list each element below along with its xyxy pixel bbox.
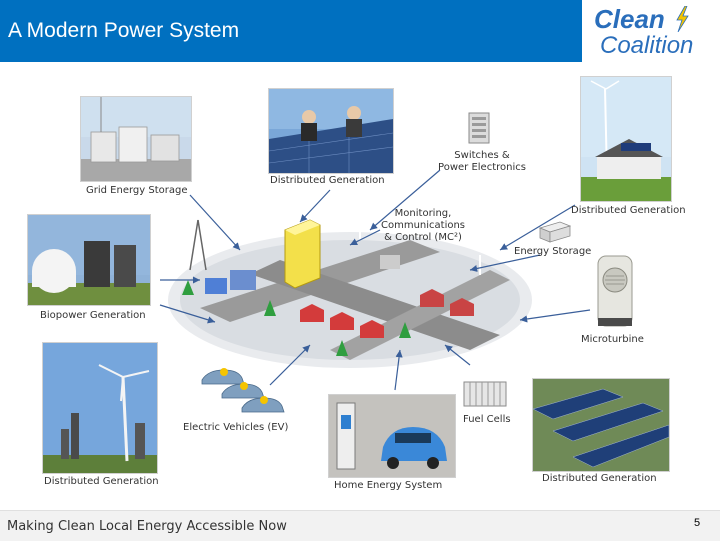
logo-word-coalition: Coalition bbox=[600, 32, 694, 59]
logo-word-clean: Clean bbox=[594, 4, 665, 34]
label-switches-line2: Power Electronics bbox=[438, 162, 526, 173]
biopower-plant-photo bbox=[27, 214, 151, 306]
label-distributed-generation-left: Distributed Generation bbox=[44, 476, 159, 487]
clean-coalition-logo: Clean Coalition bbox=[584, 0, 720, 62]
label-monitoring-line3: & Control (MC²) bbox=[384, 232, 462, 243]
label-monitoring: Monitoring, Communications & Control (MC… bbox=[378, 208, 468, 244]
label-distributed-generation-bottom-right: Distributed Generation bbox=[542, 473, 657, 484]
electric-vehicles-icon bbox=[201, 368, 285, 413]
label-distributed-generation-top: Distributed Generation bbox=[270, 175, 385, 186]
label-electric-vehicles: Electric Vehicles (EV) bbox=[183, 422, 289, 433]
label-grid-energy-storage: Grid Energy Storage bbox=[86, 185, 188, 196]
wind-turbine-city-photo bbox=[42, 342, 158, 474]
microturbine-unit-icon bbox=[597, 255, 633, 327]
page-number: 5 bbox=[694, 517, 701, 529]
label-monitoring-line1: Monitoring, bbox=[394, 208, 452, 219]
label-microturbine: Microturbine bbox=[581, 334, 644, 345]
label-home-energy-system: Home Energy System bbox=[334, 480, 443, 491]
fuel-cell-stack-icon bbox=[463, 381, 507, 407]
label-biopower-generation: Biopower Generation bbox=[40, 310, 146, 321]
rooftop-solar-photo bbox=[268, 88, 394, 174]
lightning-bolt-icon bbox=[676, 6, 689, 32]
energy-storage-unit-icon bbox=[538, 221, 572, 243]
switches-device-icon bbox=[468, 112, 490, 144]
solar-carport-photo bbox=[532, 378, 670, 472]
label-switches: Switches & Power Electronics bbox=[436, 150, 528, 174]
footer-bar: Making Clean Local Energy Accessible Now… bbox=[0, 510, 720, 541]
house-wind-turbine-photo bbox=[580, 76, 672, 202]
footer-tagline: Making Clean Local Energy Accessible Now bbox=[7, 519, 287, 534]
city-grid-illustration bbox=[168, 219, 532, 368]
slide-title: A Modern Power System bbox=[8, 19, 240, 42]
grid-storage-photo bbox=[80, 96, 192, 182]
label-fuel-cells: Fuel Cells bbox=[463, 414, 511, 425]
home-ev-charger-photo bbox=[328, 394, 456, 478]
label-distributed-generation-right: Distributed Generation bbox=[571, 205, 686, 216]
label-energy-storage: Energy Storage bbox=[514, 246, 592, 257]
label-monitoring-line2: Communications bbox=[380, 220, 466, 231]
label-switches-line1: Switches & bbox=[454, 150, 510, 161]
title-bar: A Modern Power System bbox=[0, 0, 582, 62]
